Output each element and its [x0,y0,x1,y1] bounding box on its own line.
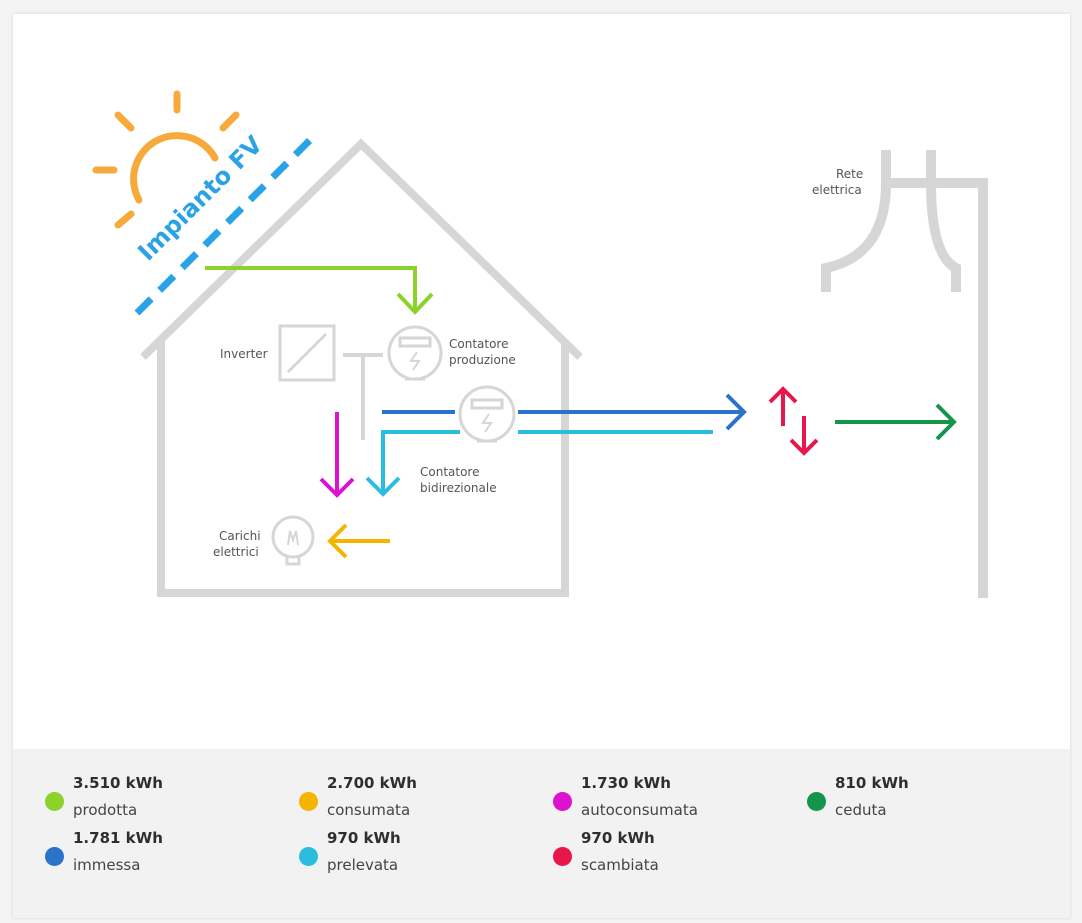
legend-item-scambiata: 970 kWh scambiata [553,829,793,879]
grid-label-line2: elettrica [812,183,862,197]
legend-label: scambiata [581,856,659,874]
sun-icon [92,90,240,229]
prelevata-arrow [365,430,713,497]
impianto-fv-label: Impianto FV [132,130,268,266]
ceduta-arrow [835,403,957,441]
legend-value: 2.700 kWh [327,774,417,792]
legend-label: immessa [73,856,141,874]
legend-label: prelevata [327,856,399,874]
house-outline [140,138,583,597]
legend-label: prodotta [73,801,138,819]
legend-label: ceduta [835,801,887,819]
bidirectional-meter-icon [458,385,516,443]
legend-value: 810 kWh [835,774,909,792]
bidirectional-meter-label-line2: bidirezionale [420,481,497,495]
scambiata-icon [768,386,819,456]
legend-item-autoconsumata: 1.730 kWh autoconsumata [553,774,793,824]
legend-value: 970 kWh [581,829,655,847]
consumata-arrow [327,523,390,559]
prodotta-arrow [205,266,434,315]
production-meter-icon [387,325,443,381]
legend-value: 1.781 kWh [73,829,163,847]
legend: 3.510 kWh prodotta 2.700 kWh consumata 1… [13,749,1070,918]
inverter-label: Inverter [220,347,268,361]
legend-dot [553,792,572,811]
legend-item-immessa: 1.781 kWh immessa [45,829,285,879]
production-meter-label-line1: Contatore [449,337,508,351]
legend-value: 970 kWh [327,829,401,847]
grid-pole-icon [821,150,988,598]
legend-label: consumata [327,801,411,819]
lightbulb-icon [271,515,315,566]
inverter-connector [343,353,383,440]
inverter-icon [278,324,336,382]
legend-dot [807,792,826,811]
loads-label-line2: elettrici [213,545,259,559]
solar-panel-icon [134,129,321,316]
autoconsumata-arrow [319,412,355,498]
legend-item-prodotta: 3.510 kWh prodotta [45,774,285,824]
legend-value: 3.510 kWh [73,774,163,792]
legend-dot [45,792,64,811]
legend-value: 1.730 kWh [581,774,671,792]
legend-dot [553,847,572,866]
production-meter-label-line2: produzione [449,353,516,367]
legend-item-ceduta: 810 kWh ceduta [807,774,1047,824]
legend-dot [299,792,318,811]
immessa-arrow [382,393,747,431]
loads-label-line1: Carichi [219,529,261,543]
legend-label: autoconsumata [581,801,698,819]
legend-item-consumata: 2.700 kWh consumata [299,774,539,824]
energy-flow-diagram: Rete elettrica Impianto FV Inverter Cont… [92,90,988,598]
legend-dot [45,847,64,866]
legend-item-prelevata: 970 kWh prelevata [299,829,539,879]
grid-label-line1: Rete [836,167,863,181]
bidirectional-meter-label-line1: Contatore [420,465,479,479]
legend-dot [299,847,318,866]
